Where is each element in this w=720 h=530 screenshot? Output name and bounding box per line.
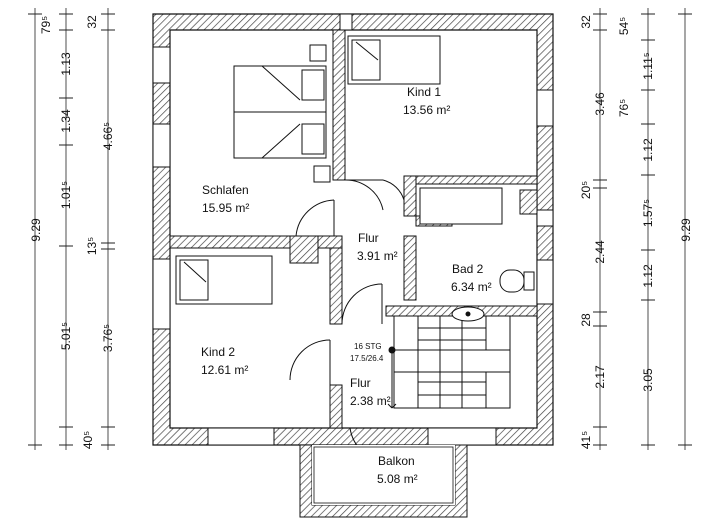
room-area-flur-lower: 2.38 m² [350, 394, 391, 408]
dim-right-outer: 9.29 [679, 218, 693, 242]
room-name-balkon: Balkon [378, 454, 415, 468]
room-name-flur-lower: Flur [350, 376, 371, 390]
dim-left-mid: 1.01⁵ [59, 181, 73, 209]
dim-left-inner: 32 [85, 15, 99, 29]
doors [289, 179, 405, 463]
dim-right-mid: 1.12 [641, 264, 655, 288]
dim-right-mid: 1.57⁵ [641, 199, 655, 227]
room-name-flur-upper: Flur [358, 231, 379, 245]
dim-right-inner: 3.46 [593, 92, 607, 116]
dim-right-inner: 2.17 [593, 365, 607, 389]
dim-left-inner: 4.66⁵ [101, 122, 115, 150]
dim-left-mid: 79⁵ [39, 16, 53, 34]
room-area-kind-1: 13.56 m² [403, 103, 450, 117]
dim-left-inner: 13⁵ [85, 237, 99, 255]
windows [152, 13, 554, 446]
dim-right-mid: 54⁵ [617, 17, 631, 35]
balcony [299, 444, 468, 518]
stairs-ratio-label: 17.5/26.4 [350, 354, 384, 363]
dim-left-inner: 3.76⁵ [101, 324, 115, 352]
dim-right-mid: 1.11⁵ [641, 52, 655, 79]
dim-right-inner: 32 [579, 15, 593, 29]
room-area-bad-2: 6.34 m² [451, 280, 492, 294]
dim-left-mid: 1.13 [59, 52, 73, 76]
dim-left-mid: 5.01⁵ [59, 322, 73, 350]
dimension-labels: 9.29 79⁵ 1.13 1.34 1.01⁵ 5.01⁵ 40⁵ 32 4.… [29, 15, 693, 449]
staircase [387, 315, 511, 409]
dimension-lines [28, 8, 692, 450]
room-area-kind-2: 12.61 m² [201, 363, 248, 377]
dim-right-mid: 1.12 [641, 138, 655, 162]
dim-left-mid: 40⁵ [81, 431, 95, 449]
room-labels: Schlafen 15.95 m² Kind 1 13.56 m² Flur 3… [201, 85, 492, 486]
room-name-kind-2: Kind 2 [201, 345, 235, 359]
room-area-balkon: 5.08 m² [377, 472, 418, 486]
room-name-schlafen: Schlafen [202, 183, 249, 197]
dim-right-mid: 3.05 [641, 368, 655, 392]
dim-right-mid: 76⁵ [617, 99, 631, 117]
room-name-bad-2: Bad 2 [452, 262, 484, 276]
interior-walls [169, 29, 538, 429]
dim-right-inner: 20⁵ [579, 181, 593, 199]
dim-right-inner: 28 [579, 313, 593, 327]
dim-left-outer: 9.29 [29, 218, 43, 242]
stairs-steps-label: 16 STG [354, 342, 382, 351]
dim-right-inner: 41⁵ [579, 431, 593, 449]
dim-left-mid: 1.34 [59, 109, 73, 133]
room-name-kind-1: Kind 1 [407, 85, 441, 99]
furniture [175, 35, 535, 322]
dim-right-inner: 2.44 [593, 240, 607, 264]
room-area-schlafen: 15.95 m² [202, 201, 249, 215]
room-area-flur-upper: 3.91 m² [357, 249, 398, 263]
